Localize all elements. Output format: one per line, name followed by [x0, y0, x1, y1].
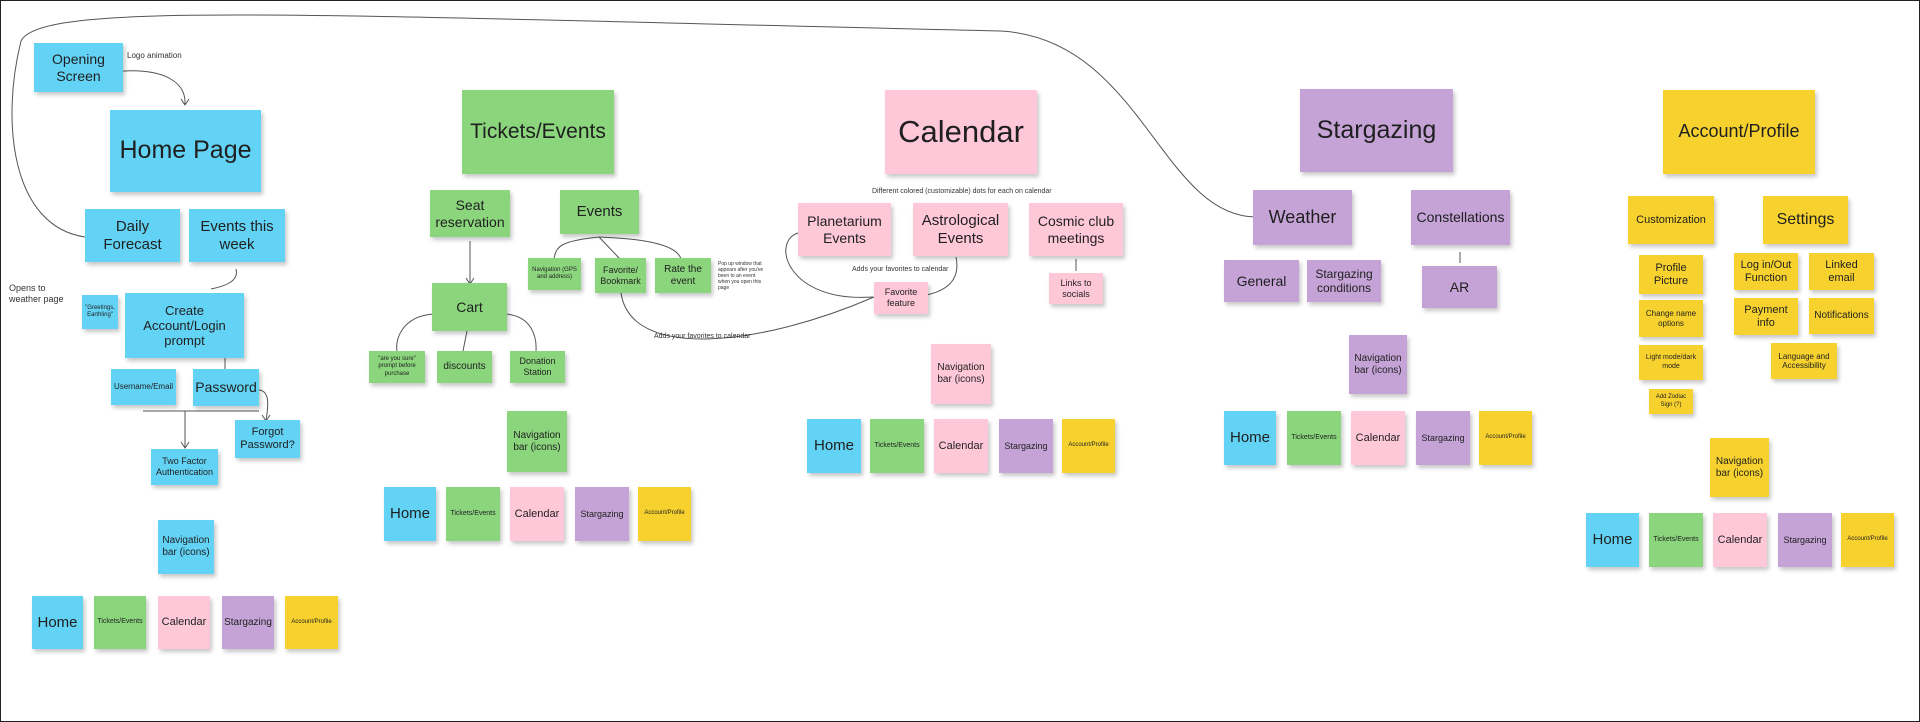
username-email-note: Username/Email	[111, 369, 176, 405]
ar-note: AR	[1422, 266, 1497, 308]
password-note: Password	[193, 369, 259, 406]
tickets-nav-account: Account/Profile	[638, 487, 691, 541]
stargazing-conditions-note: Stargazing conditions	[1307, 260, 1381, 302]
adds-favorites-note: Adds your favorites to calendar	[654, 333, 751, 340]
tickets-nav-calendar: Calendar	[510, 487, 564, 541]
connector-events-to-rate	[598, 236, 682, 260]
calendar-nav-tickets: Tickets/Events	[870, 419, 924, 473]
navigation-gps-note: Navigation (GPS and address)	[528, 258, 581, 290]
add-zodiac-note: Add Zodiac Sign (?)	[1649, 389, 1693, 414]
favorite-feature-note: Favorite feature	[874, 282, 928, 314]
calendar-nav-bar-note: Navigation bar (icons)	[931, 344, 991, 404]
events-this-week-note: Events this week	[189, 209, 285, 262]
payment-info-note: Payment info	[1734, 298, 1798, 335]
rate-event-note: Rate the event	[655, 258, 711, 293]
account-nav-tickets: Tickets/Events	[1649, 513, 1703, 567]
stargazing-nav-tickets: Tickets/Events	[1287, 411, 1341, 465]
connector-events-to-account	[210, 268, 237, 290]
connector-events-to-favorite	[598, 236, 621, 260]
stargazing-nav-account: Account/Profile	[1479, 411, 1532, 465]
change-name-note: Change name options	[1639, 300, 1703, 337]
opens-to-weather-note: Opens to weather page	[9, 283, 64, 304]
home-nav-stargazing: Stargazing	[222, 596, 274, 649]
popup-window-note: Pop up window that appears after you've …	[718, 261, 764, 291]
calendar-nav-calendar: Calendar	[934, 419, 988, 473]
stargazing-title-note: Stargazing	[1300, 89, 1453, 172]
seat-reservation-note: Seat reservation	[430, 190, 510, 237]
weather-note: Weather	[1253, 190, 1352, 245]
connector-password-to-forgot	[258, 389, 269, 421]
home-nav-calendar: Calendar	[158, 596, 210, 649]
calendar-nav-account: Account/Profile	[1062, 419, 1115, 473]
stargazing-nav-stargazing: Stargazing	[1416, 411, 1470, 465]
account-nav-bar-note: Navigation bar (icons)	[1710, 438, 1769, 497]
customization-note: Customization	[1628, 196, 1714, 244]
account-profile-title-note: Account/Profile	[1663, 90, 1815, 174]
login-out-note: Log in/Out Function	[1734, 253, 1798, 290]
links-to-socials-note: Links to socials	[1049, 273, 1103, 304]
donation-station-note: Donation Station	[510, 351, 565, 383]
calendar-nav-home: Home	[807, 419, 861, 473]
connector-cart-to-donation	[505, 313, 537, 352]
two-factor-note: Two Factor Authentication	[151, 449, 218, 485]
stargazing-nav-home: Home	[1224, 411, 1276, 465]
calendar-nav-stargazing: Stargazing	[999, 419, 1053, 473]
connector-bookmark-to-feature	[620, 292, 875, 340]
home-page-note: Home Page	[110, 110, 261, 192]
home-nav-account: Account/Profile	[285, 596, 338, 649]
account-nav-calendar: Calendar	[1713, 513, 1767, 567]
forgot-password-note: Forgot Password?	[235, 420, 300, 458]
constellations-note: Constellations	[1411, 190, 1510, 245]
create-account-note: Create Account/Login prompt	[125, 293, 244, 358]
calendar-title-note: Calendar	[885, 90, 1037, 174]
cart-note: Cart	[432, 283, 507, 331]
home-nav-tickets: Tickets/Events	[94, 596, 146, 649]
discounts-note: discounts	[437, 351, 492, 383]
arrowhead	[180, 441, 190, 449]
home-nav-home: Home	[32, 596, 83, 649]
tickets-nav-home: Home	[384, 487, 436, 541]
stargazing-nav-bar-note: Navigation bar (icons)	[1349, 335, 1407, 394]
light-dark-mode-note: Light mode/dark mode	[1639, 345, 1703, 380]
tickets-events-title-note: Tickets/Events	[462, 90, 614, 174]
account-nav-stargazing: Stargazing	[1778, 513, 1832, 567]
are-you-sure-note: "are you sure" prompt before purchase	[369, 351, 425, 383]
greetings-note: "Greetings, Earthling"	[82, 295, 118, 329]
connector-forecast-to-weather	[11, 14, 1257, 238]
settings-note: Settings	[1763, 196, 1848, 244]
tickets-nav-stargazing: Stargazing	[575, 487, 629, 541]
logo-animation-note: Logo animation	[127, 51, 182, 60]
stargazing-nav-calendar: Calendar	[1351, 411, 1405, 465]
tickets-nav-bar-note: Navigation bar (icons)	[507, 411, 567, 472]
connector-events-to-nav	[553, 236, 600, 260]
account-nav-account: Account/Profile	[1841, 513, 1894, 567]
colored-dots-note: Different colored (customizable) dots fo…	[872, 188, 1052, 195]
favorite-bookmark-note: Favorite/ Bookmark	[595, 258, 646, 293]
connector-cart-to-discounts	[462, 330, 468, 352]
linked-email-note: Linked email	[1809, 253, 1874, 290]
connector-planetarium-to-feature	[785, 232, 874, 298]
tickets-nav-tickets: Tickets/Events	[446, 487, 500, 541]
profile-picture-note: Profile Picture	[1639, 255, 1703, 294]
account-nav-home: Home	[1586, 513, 1639, 567]
daily-forecast-note: Daily Forecast	[85, 209, 180, 262]
adds-favorites-calendar-note: Adds your favorites to calendar	[852, 266, 949, 273]
home-nav-bar-note: Navigation bar (icons)	[158, 520, 214, 574]
general-note: General	[1224, 260, 1299, 302]
cosmic-club-note: Cosmic club meetings	[1029, 203, 1123, 256]
planetarium-events-note: Planetarium Events	[798, 203, 891, 256]
arrowhead	[180, 98, 190, 106]
connector-opening-to-home	[122, 70, 186, 105]
opening-screen-note: Opening Screen	[34, 43, 123, 92]
notifications-note: Notifications	[1809, 298, 1874, 334]
language-accessibility-note: Language and Accessibility	[1771, 343, 1837, 379]
connector-cart-to-prompt	[396, 313, 435, 352]
astrological-events-note: Astrological Events	[913, 203, 1008, 256]
events-note: Events	[560, 190, 639, 234]
